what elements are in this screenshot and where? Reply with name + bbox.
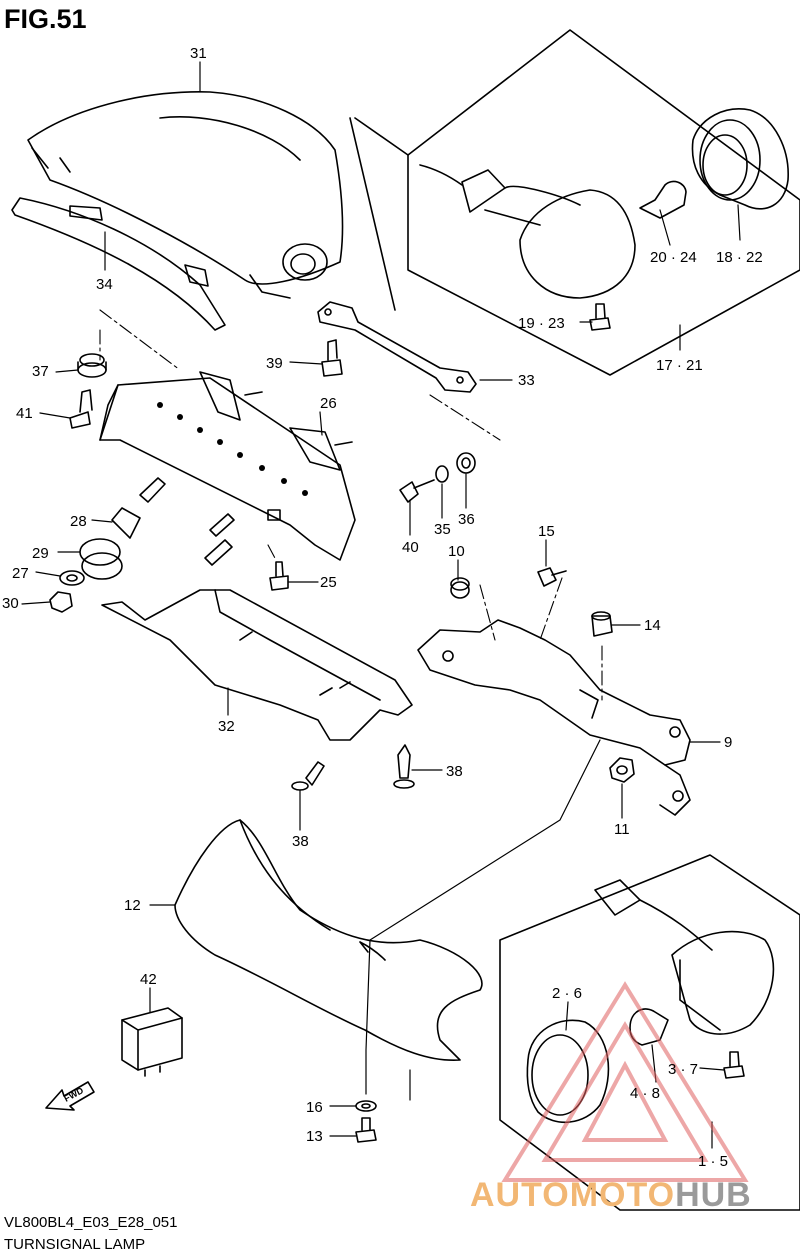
callout-20-24: 20 · 24 <box>650 249 697 266</box>
figure-name: TURNSIGNAL LAMP <box>4 1236 146 1253</box>
part-grommet-37 <box>77 353 107 378</box>
callout-4-8: 4 · 8 <box>630 1085 660 1102</box>
callout-13: 13 <box>306 1128 323 1145</box>
part-bolt-25 <box>269 561 289 591</box>
upper-turn-signal-kit <box>349 29 800 376</box>
callout-36: 36 <box>458 511 475 528</box>
assembly-dash-lines <box>99 309 603 701</box>
callout-27: 27 <box>12 565 29 582</box>
callout-14: 14 <box>644 617 661 634</box>
callout-34: 34 <box>96 276 113 293</box>
callout-9: 9 <box>724 734 732 751</box>
callout-25: 25 <box>320 574 337 591</box>
leader-lines <box>21 61 741 1149</box>
callout-42: 42 <box>140 971 157 988</box>
callout-17-21: 17 · 21 <box>656 357 703 374</box>
callout-3-7: 3 · 7 <box>668 1061 698 1078</box>
part-fender-strip <box>11 197 226 331</box>
callout-31: 31 <box>190 45 207 62</box>
fwd-arrow-icon: FWD <box>45 1081 95 1111</box>
figure-title: FIG.51 <box>4 4 87 34</box>
part-damper-29 <box>79 538 123 580</box>
part-bolt-41 <box>69 389 93 429</box>
part-relay <box>121 1007 183 1077</box>
callout-38-right: 38 <box>446 763 463 780</box>
part-turn-signal-bracket <box>417 619 691 816</box>
callout-15: 15 <box>538 523 555 540</box>
callout-1-5: 1 · 5 <box>698 1153 728 1170</box>
part-rear-cover <box>174 819 483 1062</box>
part-bolt-39 <box>321 339 343 377</box>
callout-10: 10 <box>448 543 465 560</box>
part-spacer-28 <box>111 507 141 539</box>
lower-turn-signal-kit <box>499 854 800 1211</box>
part-screw-19-23 <box>589 303 611 331</box>
part-washer-35 <box>435 465 449 483</box>
callout-40: 40 <box>402 539 419 556</box>
part-grommet-36 <box>456 452 476 474</box>
callout-38-left: 38 <box>292 833 309 850</box>
callout-39: 39 <box>266 355 283 372</box>
callout-30: 30 <box>2 595 19 612</box>
part-screw-13 <box>355 1117 377 1143</box>
callout-26: 26 <box>320 395 337 412</box>
figure-code: VL800BL4_E03_E28_051 <box>4 1214 178 1231</box>
callout-18-22: 18 · 22 <box>716 249 763 266</box>
part-washer-16 <box>355 1100 377 1112</box>
part-rivet-38a <box>393 744 415 789</box>
part-rivet-38b <box>291 761 325 791</box>
part-nut-10 <box>450 577 470 599</box>
part-washer-27 <box>59 570 85 586</box>
callout-28: 28 <box>70 513 87 530</box>
part-nut-30 <box>49 591 73 613</box>
callout-11: 11 <box>614 821 630 838</box>
part-screw-3-7 <box>723 1051 745 1079</box>
part-rear-fender-cover <box>27 91 344 299</box>
part-bolt-15 <box>537 567 567 587</box>
callout-29: 29 <box>32 545 49 562</box>
callout-37: 37 <box>32 363 49 380</box>
callouts: 31 34 37 41 39 26 33 28 29 27 30 25 32 4… <box>2 45 763 1170</box>
callout-35: 35 <box>434 521 451 538</box>
part-lower-bracket <box>101 589 413 741</box>
callout-32: 32 <box>218 718 235 735</box>
part-collar-14 <box>591 611 613 637</box>
callout-16: 16 <box>306 1099 323 1116</box>
callout-12: 12 <box>124 897 141 914</box>
part-studs <box>139 477 235 566</box>
callout-33: 33 <box>518 372 535 389</box>
part-screw-40 <box>399 479 435 503</box>
watermark: AUTOMOTOHUB <box>470 1176 752 1215</box>
callout-41: 41 <box>16 405 33 422</box>
automotohub-logo-triangle <box>501 981 749 1182</box>
watermark-part-b: HUB <box>675 1176 752 1214</box>
watermark-part-a: AUTOMOTO <box>470 1176 676 1214</box>
callout-19-23: 19 · 23 <box>518 315 565 332</box>
callout-2-6: 2 · 6 <box>552 985 582 1002</box>
part-nut-11 <box>609 757 635 783</box>
part-upper-bracket <box>99 371 356 561</box>
part-plate-bracket <box>317 301 477 393</box>
